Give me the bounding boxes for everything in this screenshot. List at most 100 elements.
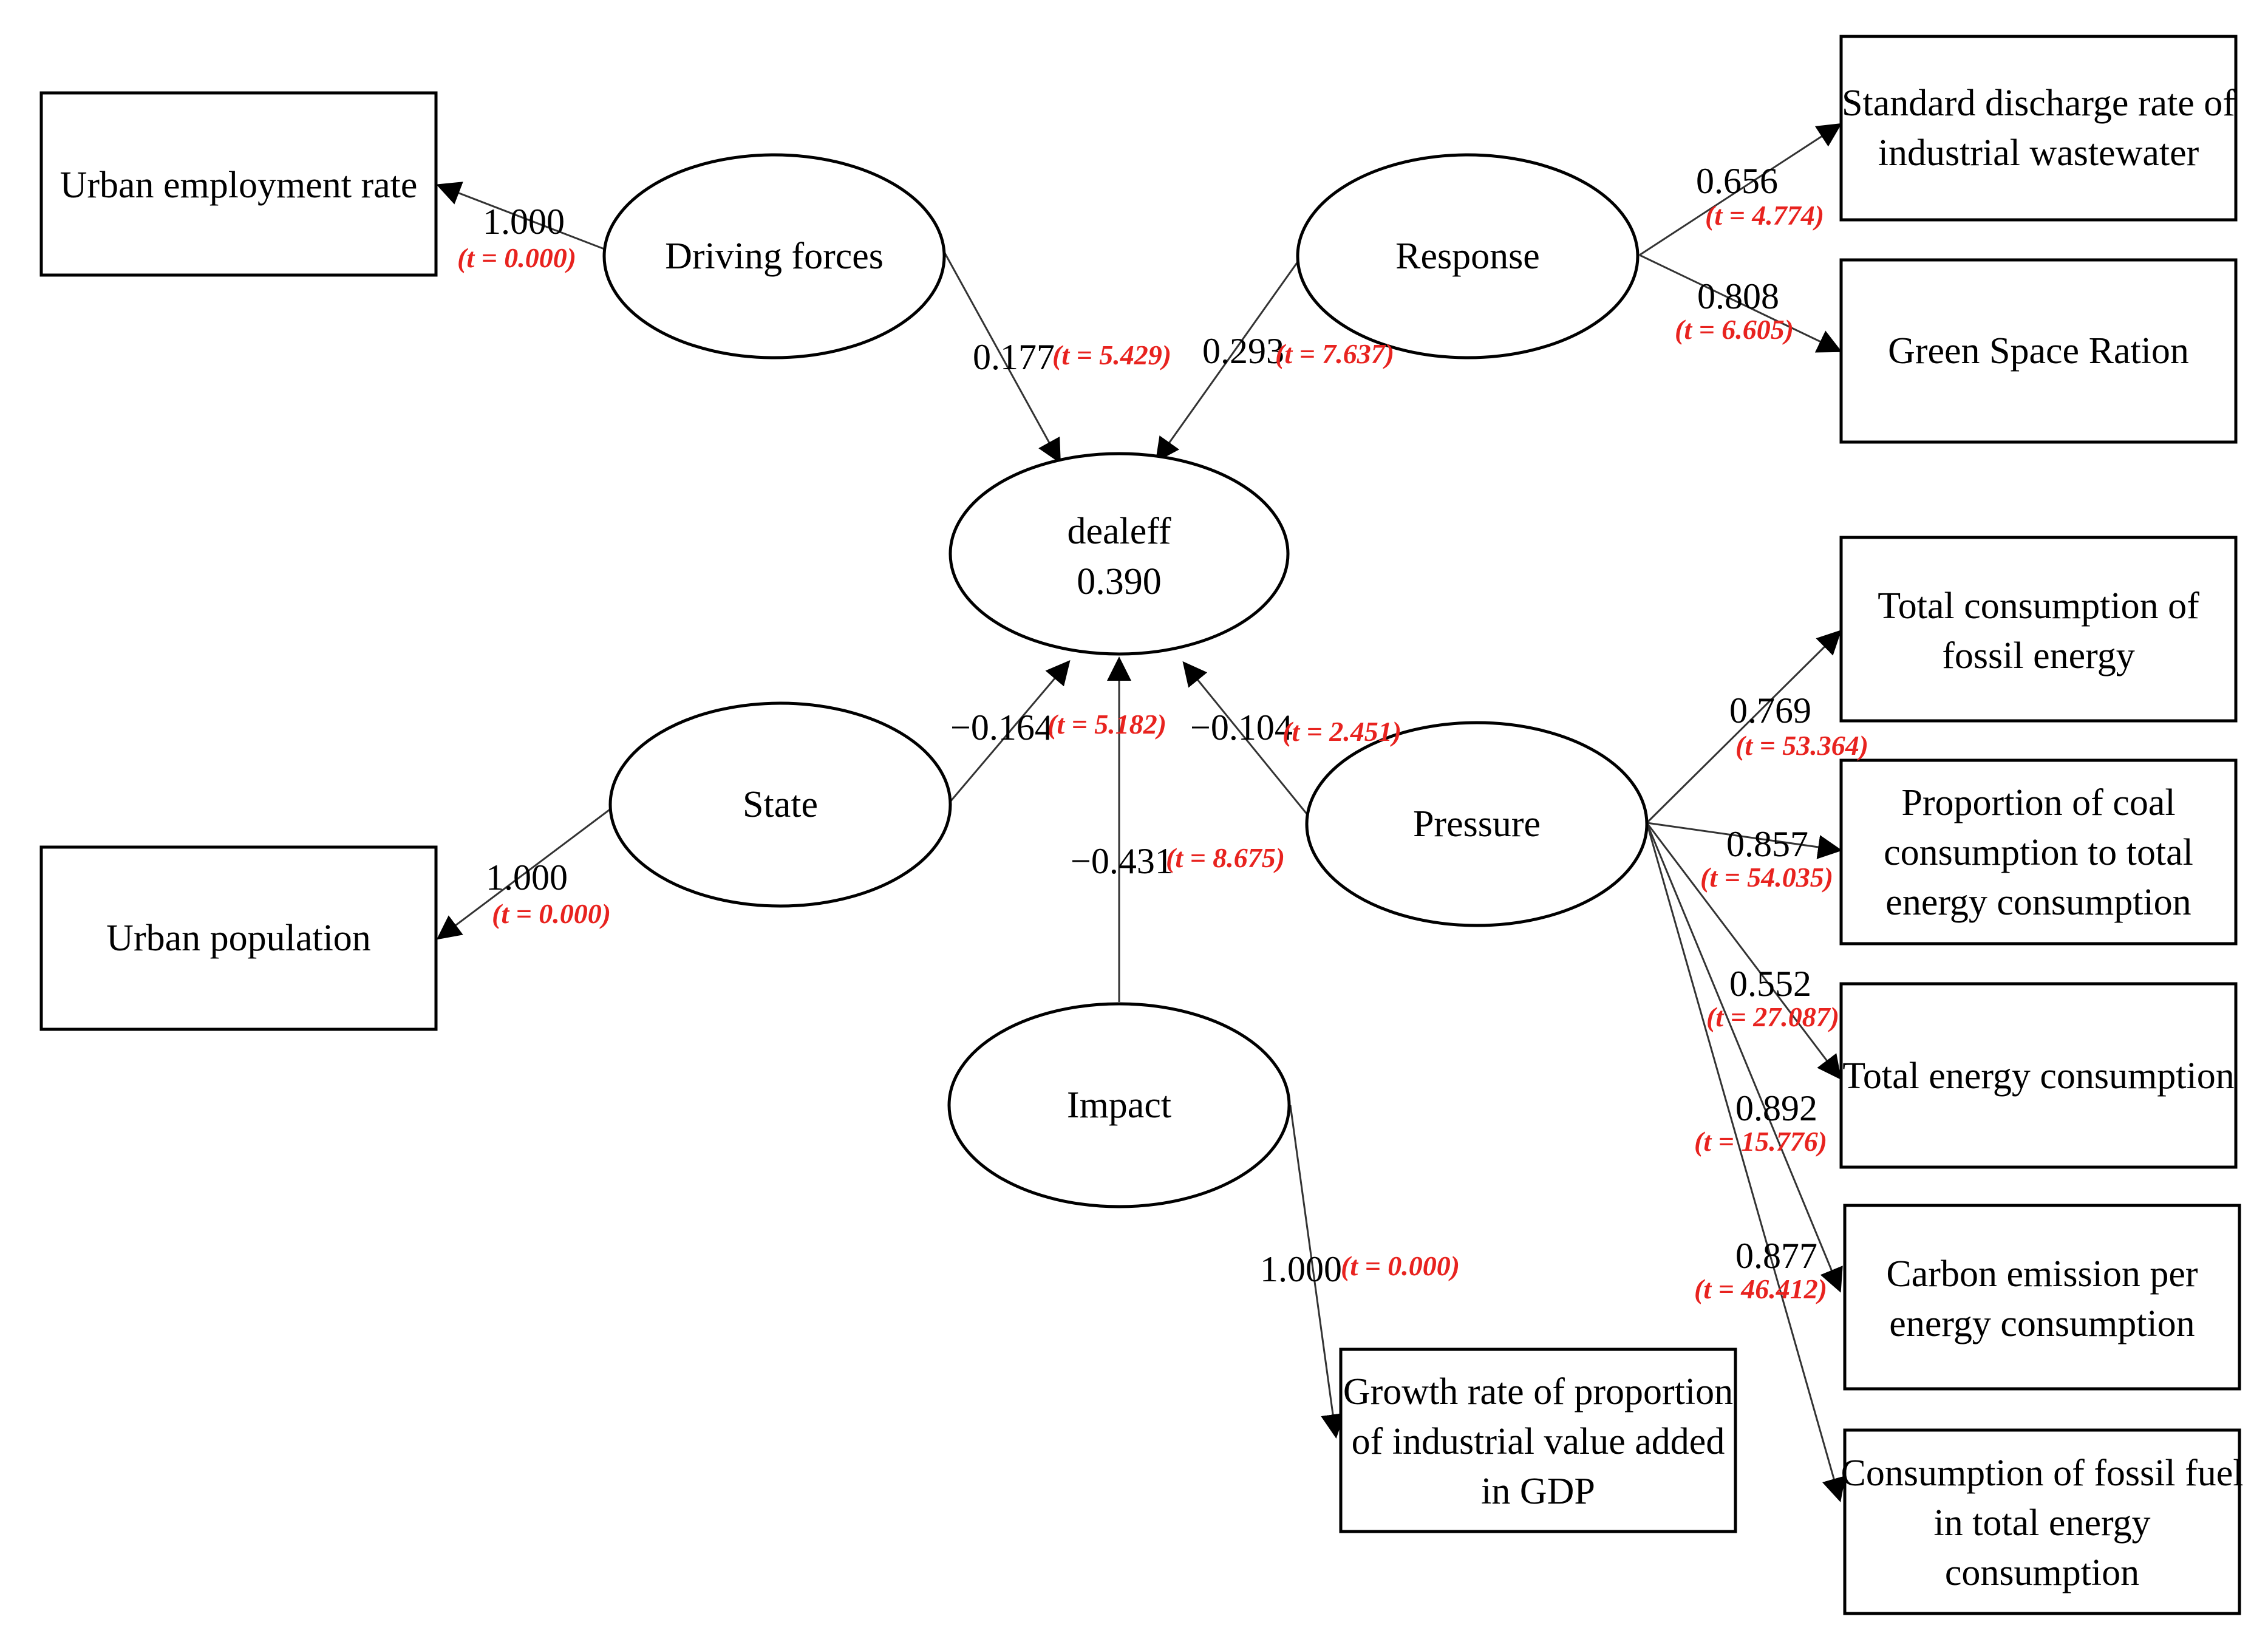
indicator-label-line2: energy consumption xyxy=(1889,1303,2195,1344)
edge-pressure-coal xyxy=(1646,822,1842,859)
coef-pressure-dealeff: −0.104 xyxy=(1190,707,1293,748)
indicator-label-line2: consumption to total xyxy=(1884,832,2193,873)
latent-driving-forces: Driving forces xyxy=(602,153,946,359)
t-pressure-coal: (t = 54.035) xyxy=(1700,862,1833,893)
coef-pressure-coal: 0.857 xyxy=(1726,824,1808,864)
latent-pressure: Pressure xyxy=(1305,721,1649,927)
coef-impact-gdp: 1.000 xyxy=(1260,1249,1342,1289)
svg-text:energy consumption: energy consumption xyxy=(1889,1303,2195,1344)
coef-state-dealeff: −0.164 xyxy=(950,707,1053,748)
coef-response-dealeff: 0.293 xyxy=(1202,331,1284,371)
coef-impact-dealeff: −0.431 xyxy=(1071,841,1173,881)
edge-impact-gdp xyxy=(1289,1105,1345,1439)
latent-state: State xyxy=(608,701,952,908)
svg-text:Growth rate of proportion: Growth rate of proportion xyxy=(1343,1371,1733,1412)
svg-text:consumption: consumption xyxy=(1945,1552,2139,1593)
indicator-fossil-total: Total consumption of fossil energy xyxy=(1839,536,2238,723)
coef-response-wastewater: 0.656 xyxy=(1696,161,1778,201)
indicator-label-line1: Growth rate of proportion xyxy=(1343,1371,1733,1412)
connector-lines xyxy=(436,123,1846,1502)
t-pressure-dealeff: (t = 2.451) xyxy=(1282,716,1401,747)
coef-pressure-fossil-fuel: 0.877 xyxy=(1735,1236,1817,1276)
edge-state-dealeff xyxy=(949,659,1071,802)
coef-driving-dealeff: 0.177 xyxy=(973,337,1055,377)
indicator-label-line2: in total energy xyxy=(1934,1502,2151,1544)
svg-text:Urban employment rate: Urban employment rate xyxy=(60,165,418,206)
indicator-green-space: Green Space Ration xyxy=(1839,258,2238,444)
latent-impact: Impact xyxy=(947,1002,1291,1208)
edge-pressure-fossil-fuel xyxy=(1646,822,1846,1502)
latent-response: Response xyxy=(1296,153,1640,359)
svg-text:Total energy consumption: Total energy consumption xyxy=(1842,1055,2234,1097)
t-pressure-energy-total: (t = 27.087) xyxy=(1706,1001,1839,1032)
svg-text:Driving forces: Driving forces xyxy=(665,236,884,277)
svg-text:Pressure: Pressure xyxy=(1413,803,1541,845)
coef-response-green: 0.808 xyxy=(1697,276,1779,316)
indicator-label: Total energy consumption xyxy=(1842,1055,2234,1097)
indicator-urban-population: Urban population xyxy=(39,845,438,1031)
indicator-label-line1: Total consumption of xyxy=(1878,585,2199,627)
t-impact-dealeff: (t = 8.675) xyxy=(1166,842,1285,873)
indicator-coal-share: Proportion of coal consumption to total … xyxy=(1839,758,2238,946)
indicator-urban-employment: Urban employment rate xyxy=(39,91,438,277)
edge-response-green xyxy=(1639,254,1842,353)
edge-state-population xyxy=(436,803,617,940)
svg-text:0.390: 0.390 xyxy=(1077,561,1162,602)
edge-driving-employment xyxy=(436,182,605,250)
indicator-label-line1: Proportion of coal xyxy=(1901,782,2175,823)
t-response-dealeff: (t = 7.637) xyxy=(1275,338,1394,369)
indicator-wastewater: Standard discharge rate of industrial wa… xyxy=(1839,35,2238,222)
svg-text:Proportion of coal: Proportion of coal xyxy=(1901,782,2175,823)
indicator-label-line2: fossil energy xyxy=(1942,635,2134,676)
latent-label: Response xyxy=(1395,236,1540,277)
t-driving-dealeff: (t = 5.429) xyxy=(1052,339,1171,370)
svg-text:in total energy: in total energy xyxy=(1934,1502,2151,1544)
svg-text:Green Space Ration: Green Space Ration xyxy=(1888,330,2189,372)
svg-text:industrial wastewater: industrial wastewater xyxy=(1878,132,2199,174)
edge-driving-dealeff xyxy=(943,251,1061,464)
svg-text:energy consumption: energy consumption xyxy=(1885,882,2191,923)
latent-label: dealeff xyxy=(1068,511,1171,552)
t-pressure-fossil-total: (t = 53.364) xyxy=(1735,730,1868,761)
svg-text:Impact: Impact xyxy=(1067,1085,1171,1126)
indicator-label-line1: Consumption of fossil fuel xyxy=(1841,1453,2243,1494)
svg-text:of industrial value added: of industrial value added xyxy=(1352,1421,1725,1462)
indicator-label-line2: industrial wastewater xyxy=(1878,132,2199,174)
indicator-label-line1: Carbon emission per xyxy=(1886,1253,2198,1295)
t-response-wastewater: (t = 4.774) xyxy=(1705,200,1824,231)
svg-text:Total consumption of: Total consumption of xyxy=(1878,585,2199,627)
t-impact-gdp: (t = 0.000) xyxy=(1341,1250,1460,1281)
t-driving-employment: (t = 0.000) xyxy=(457,242,576,273)
svg-text:fossil energy: fossil energy xyxy=(1942,635,2134,676)
coef-state-population: 1.000 xyxy=(486,857,568,898)
indicator-label-line3: consumption xyxy=(1945,1552,2139,1593)
coef-driving-employment: 1.000 xyxy=(483,202,565,242)
latent-label: Driving forces xyxy=(665,236,884,277)
svg-text:Standard discharge rate of: Standard discharge rate of xyxy=(1842,83,2235,124)
t-state-dealeff: (t = 5.182) xyxy=(1047,709,1166,740)
svg-text:consumption to total: consumption to total xyxy=(1884,832,2193,873)
t-pressure-carbon: (t = 15.776) xyxy=(1694,1126,1827,1157)
edge-pressure-fossil-total xyxy=(1646,630,1842,824)
indicator-label: Urban employment rate xyxy=(60,165,418,206)
svg-text:Response: Response xyxy=(1395,236,1540,277)
coef-pressure-energy-total: 0.552 xyxy=(1729,964,1811,1004)
indicator-label-line3: in GDP xyxy=(1481,1471,1595,1512)
indicator-label-line2: of industrial value added xyxy=(1352,1421,1725,1462)
latent-label: Pressure xyxy=(1413,803,1541,845)
coef-pressure-carbon: 0.892 xyxy=(1735,1088,1817,1128)
indicator-energy-total: Total energy consumption xyxy=(1839,982,2238,1169)
svg-text:Carbon emission per: Carbon emission per xyxy=(1886,1253,2198,1295)
svg-text:in GDP: in GDP xyxy=(1481,1471,1595,1512)
indicator-label: Urban population xyxy=(106,918,371,959)
edge-pressure-dealeff xyxy=(1182,661,1313,820)
svg-text:Consumption of fossil fuel: Consumption of fossil fuel xyxy=(1841,1453,2243,1494)
indicator-label-line3: energy consumption xyxy=(1885,882,2191,923)
indicator-label: Green Space Ration xyxy=(1888,330,2189,372)
t-response-green: (t = 6.605) xyxy=(1675,314,1794,345)
edge-pressure-energy-total xyxy=(1646,822,1842,1080)
path-labels: 1.000 (t = 0.000) 0.177 (t = 5.429) 0.29… xyxy=(457,161,1868,1304)
indicator-gdp-growth: Growth rate of proportion of industrial … xyxy=(1339,1348,1737,1533)
coef-pressure-fossil-total: 0.769 xyxy=(1729,690,1811,731)
